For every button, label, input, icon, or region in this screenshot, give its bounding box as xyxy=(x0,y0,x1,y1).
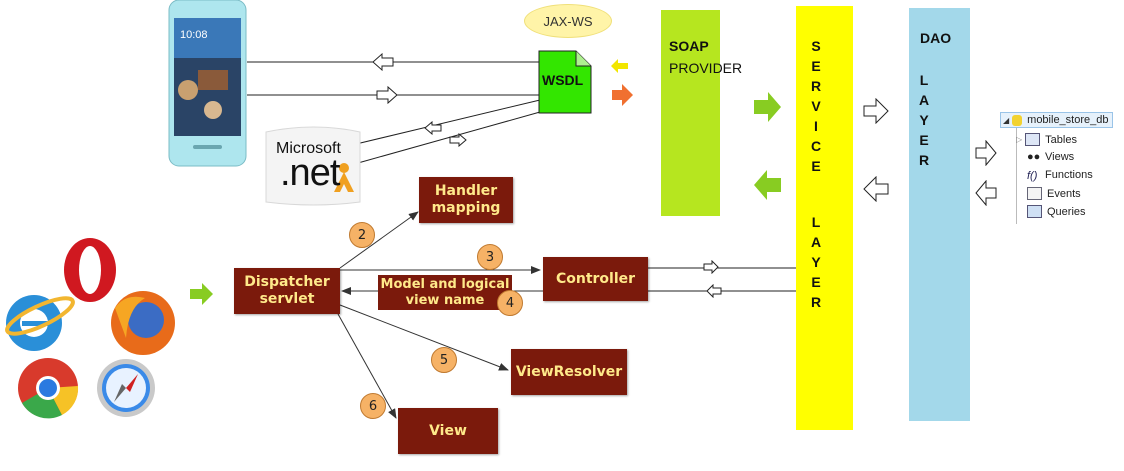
service-letter: I xyxy=(814,118,818,134)
dao-letter: L xyxy=(919,72,929,88)
step-2-badge: 2 xyxy=(349,222,375,248)
database-icon xyxy=(1012,114,1023,126)
green-arrow-left-icon xyxy=(754,170,782,205)
soap-provider-panel xyxy=(661,10,720,216)
dispatcher-servlet-box: Dispatcher servlet xyxy=(234,268,340,314)
service-letter: R xyxy=(810,294,822,310)
dao-service-arrow-left-icon xyxy=(863,175,889,207)
step-5-badge: 5 xyxy=(431,347,457,373)
tree-item-label: Views xyxy=(1045,151,1075,163)
dao-layer-label: L A Y E R xyxy=(914,70,934,170)
dao-letter: E xyxy=(919,132,929,148)
tree-item-label: Tables xyxy=(1045,133,1077,146)
database-tree: ◢ mobile_store_db ▷ Tables ●● Views f() … xyxy=(996,100,1120,230)
tree-item-events[interactable]: Events xyxy=(1027,187,1081,200)
phone-request-arrow-left-icon xyxy=(372,52,394,76)
view-box: View xyxy=(398,408,498,454)
service-letter: V xyxy=(811,98,821,114)
wsdl-label: WSDL xyxy=(542,72,584,88)
service-letter: L xyxy=(811,214,821,230)
dao-title: DAO xyxy=(920,30,952,46)
dispatcher-handler-arrow xyxy=(339,211,419,269)
soap-subtitle: PROVIDER xyxy=(669,60,743,76)
service-letter: E xyxy=(811,58,821,74)
tree-item-tables[interactable]: ▷ Tables xyxy=(1016,133,1077,146)
dotnet-wsdl-line-top xyxy=(351,99,541,146)
soap-title: SOAP xyxy=(669,38,709,54)
safari-icon xyxy=(97,359,155,417)
ie-icon xyxy=(5,295,75,351)
green-arrow-right-icon xyxy=(754,92,782,127)
step-3-badge: 3 xyxy=(477,244,503,270)
step-6-badge: 6 xyxy=(360,393,386,419)
jaxws-label: JAX-WS xyxy=(543,13,593,29)
browser-icons xyxy=(0,238,185,420)
dao-layer-panel xyxy=(909,8,970,421)
handler-mapping-box: Handler mapping xyxy=(419,177,513,223)
service-letter: Y xyxy=(811,254,821,270)
browser-dispatcher-arrow-icon xyxy=(190,283,214,310)
tree-item-label: Queries xyxy=(1047,205,1086,218)
db-dao-arrow-left-icon xyxy=(975,179,997,211)
model-view-name-box: Model and logical view name xyxy=(378,275,512,310)
step-4-badge: 4 xyxy=(497,290,523,316)
dotnet-request-arrow-left-icon xyxy=(424,120,442,140)
controller-service-arrow-right-icon xyxy=(703,259,719,279)
wsdl-document: WSDL xyxy=(538,50,592,114)
collapsed-caret-icon[interactable]: ▷ xyxy=(1016,135,1023,144)
query-icon xyxy=(1027,205,1042,218)
dao-letter: R xyxy=(918,152,930,168)
service-layer-label: S E R V I C E L A Y E R xyxy=(806,36,826,312)
dotnet-wsdl-line-bottom xyxy=(357,111,541,164)
tree-guide-line xyxy=(1016,128,1017,224)
opera-icon xyxy=(64,238,116,302)
tree-item-functions[interactable]: f() Functions xyxy=(1027,169,1093,182)
jaxws-badge: JAX-WS xyxy=(524,4,612,38)
service-controller-arrow-left-icon xyxy=(706,283,722,303)
mobile-phone-image: 10:08 xyxy=(168,0,247,167)
dispatcher-viewresolver-arrow xyxy=(339,304,509,371)
tree-item-queries[interactable]: Queries xyxy=(1027,205,1086,218)
dotnet-response-arrow-right-icon xyxy=(449,132,467,152)
dao-letter: Y xyxy=(919,112,929,128)
glasses-icon: ●● xyxy=(1027,150,1041,163)
database-name: mobile_store_db xyxy=(1027,114,1109,126)
yellow-arrow-left-icon xyxy=(611,59,629,78)
expand-caret-icon[interactable]: ◢ xyxy=(1003,115,1010,125)
svg-text:10:08: 10:08 xyxy=(180,29,208,41)
viewresolver-box: ViewResolver xyxy=(511,349,627,395)
controller-box: Controller xyxy=(543,257,648,301)
dao-letter: A xyxy=(918,92,930,108)
events-icon xyxy=(1027,187,1042,200)
tree-item-views[interactable]: ●● Views xyxy=(1027,151,1074,163)
phone-response-arrow-right-icon xyxy=(376,85,398,109)
tree-item-label: Functions xyxy=(1045,169,1093,181)
dao-db-arrow-right-icon xyxy=(975,139,997,171)
orange-arrow-right-icon xyxy=(612,84,634,111)
firefox-icon xyxy=(111,291,175,355)
service-dao-arrow-right-icon xyxy=(863,97,889,129)
service-layer-panel xyxy=(796,6,853,430)
service-letter: R xyxy=(810,78,822,94)
service-letter: C xyxy=(810,138,822,154)
tree-item-label: Events xyxy=(1047,187,1081,200)
table-icon xyxy=(1025,133,1041,146)
function-icon: f() xyxy=(1027,169,1038,182)
database-node[interactable]: ◢ mobile_store_db xyxy=(1000,112,1113,128)
chrome-icon xyxy=(18,358,79,419)
dotnet-logo: Microsoft .net xyxy=(264,122,369,208)
dispatcher-view-arrow xyxy=(337,313,397,419)
dotnet-brand-text: Microsoft xyxy=(276,140,341,157)
service-letter: A xyxy=(810,234,822,250)
service-letter: S xyxy=(811,38,821,54)
service-letter: E xyxy=(811,274,821,290)
dotnet-word-text: .net xyxy=(280,152,340,194)
service-letter: E xyxy=(811,158,821,174)
